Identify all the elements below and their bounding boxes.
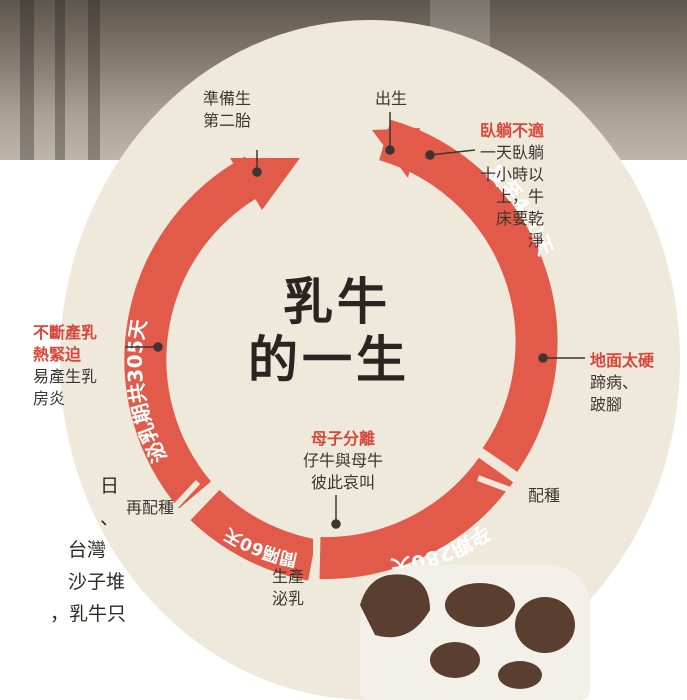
arc-birth-arrowhead: [372, 128, 420, 178]
article-text-fragment: 日 、 台灣 沙子堆 ，乳牛只: [50, 475, 127, 625]
diagram-title-line2: 的一生: [248, 331, 410, 389]
label-remating: 再配種: [126, 498, 175, 517]
label-birth: 出生: [375, 89, 408, 108]
arc-interval: [190, 489, 317, 581]
label-lying: 臥躺不適 一天臥躺 十小時以 上，牛 床要乾 淨: [480, 121, 545, 250]
arc-lactation: [124, 156, 266, 509]
label-lactation-stress: 不斷產乳 熱緊迫 易產生乳 房炎: [33, 323, 98, 408]
arc-growth: [378, 119, 558, 472]
cow-illustration: [360, 565, 590, 700]
arc-pregnancy: [319, 457, 514, 580]
label-mating: 配種: [528, 486, 561, 505]
connectors: [125, 112, 585, 529]
label-ground: 地面太硬 蹄病、 跛腳: [590, 351, 655, 414]
diagram-title-line1: 乳牛: [283, 273, 391, 331]
label-separation: 母子分離 仔牛與母牛 彼此哀叫: [303, 429, 384, 492]
label-prepare: 準備生第二胎: [203, 89, 252, 130]
label-calving: 生產泌乳: [272, 567, 305, 608]
arc-lactation-arrowhead: [230, 158, 300, 210]
